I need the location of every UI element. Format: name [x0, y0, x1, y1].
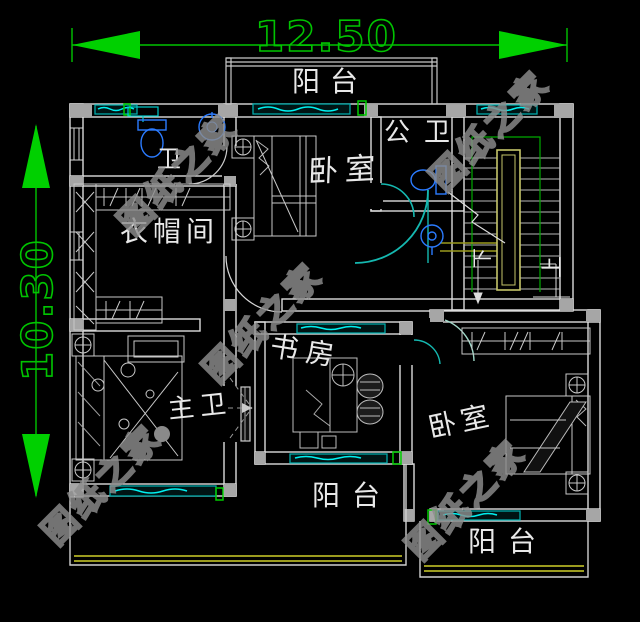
- toilet-bowl: [140, 128, 164, 158]
- room-label-balcony-main: 阳台: [312, 479, 393, 512]
- room-label-balcony-top: 阳台: [292, 65, 369, 98]
- stair-direction-arrows: [473, 260, 570, 305]
- bed-right: [505, 395, 591, 475]
- balcony-right-outline: [419, 521, 589, 578]
- cloakroom-wardrobes: [73, 183, 231, 331]
- room-label-cloakroom: 衣帽间: [120, 215, 220, 248]
- dimension-width-label: 12.50: [254, 12, 398, 61]
- toilet-bowl: [410, 169, 436, 191]
- stair-label-down: 下: [470, 248, 494, 268]
- wall-door-gaps: [222, 146, 443, 442]
- dimension-left: [22, 124, 50, 498]
- window-glass-lines: [97, 106, 530, 518]
- public-bath-door-arc: [380, 183, 415, 218]
- hall-door-arc: [225, 255, 283, 313]
- door-arcs: [188, 146, 475, 365]
- toilet-tank: [435, 165, 447, 195]
- bedroom-right-door-arc: [444, 319, 475, 362]
- balcony-top-railing: [225, 57, 438, 105]
- dimension-top: [71, 28, 568, 62]
- room-label-bedroom-top: 卧室: [307, 151, 383, 190]
- stair-guide-green: [471, 136, 541, 292]
- bath-ensuite-fixtures: [127, 106, 226, 158]
- room-label-master-bath: 主卫: [166, 388, 234, 426]
- master-bath-door: [228, 377, 253, 442]
- pedestal-sink: [420, 224, 444, 248]
- room-label-public-bath: 公卫: [384, 118, 465, 148]
- stair-label-up: 上: [541, 255, 567, 279]
- bed-top: [253, 135, 317, 237]
- study-desk-set: [292, 357, 384, 449]
- stair-break-line: [447, 191, 506, 244]
- leader-lines: [228, 377, 253, 439]
- leader-arrowhead: [242, 403, 252, 413]
- stair-stringer: [496, 149, 521, 291]
- toilet-tank: [137, 119, 167, 131]
- bedroom-top-door-arc: [354, 189, 429, 264]
- room-label-balcony-right: 阳台: [468, 525, 549, 558]
- nightstands-master: [71, 333, 95, 482]
- wardrobe-right: [461, 327, 591, 355]
- study-door-arc: [413, 339, 441, 365]
- room-label-bath-ensuite: 卫: [157, 145, 181, 173]
- wall-junction-blocks: [70, 104, 600, 521]
- stairs: [440, 136, 570, 305]
- chair: [356, 373, 384, 399]
- green-jamb-markers: [123, 100, 437, 525]
- nightstands-top: [231, 135, 255, 241]
- bed-master: [75, 335, 185, 461]
- left-wall-window-symbols: [69, 127, 84, 261]
- balcony-main-outline: [69, 464, 407, 566]
- public-bath-fixtures: [410, 165, 447, 255]
- chair: [356, 399, 384, 425]
- bath-door-arc: [188, 146, 228, 185]
- dimension-height-label: 10.30: [12, 237, 63, 381]
- nightstands-right: [565, 373, 589, 495]
